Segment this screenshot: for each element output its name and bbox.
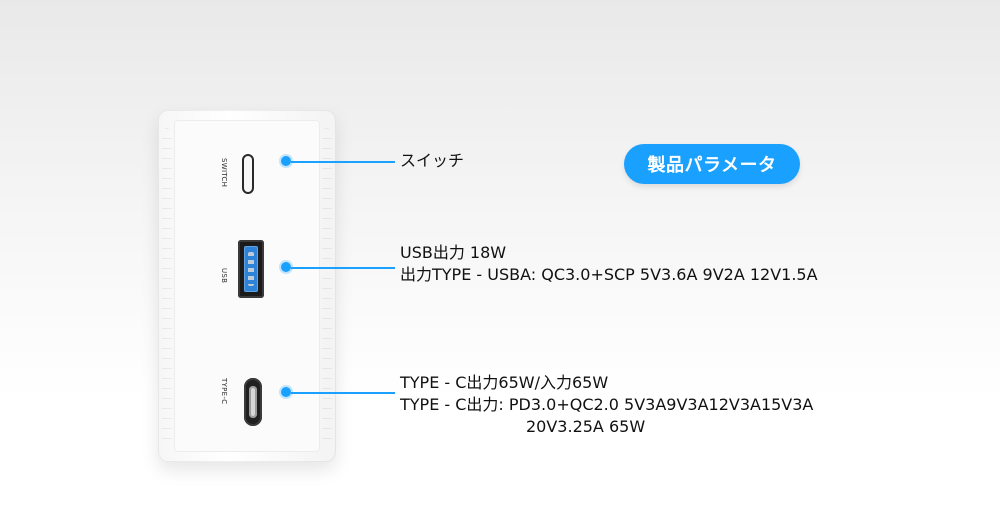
type-c-leader-line <box>291 392 395 394</box>
switch-label: SWITCH <box>220 158 228 188</box>
usb-callout-line-2: 出力TYPE - USBA: QC3.0+SCP 5V3.6A 9V2A 12V… <box>400 265 818 284</box>
usb-a-port[interactable] <box>238 240 264 298</box>
switch-dot <box>281 156 291 166</box>
usb-c-port[interactable] <box>244 378 262 426</box>
type-c-callout-line-3: 20V3.25A 65W <box>526 417 646 436</box>
switch-callout-text: スイッチ <box>400 151 465 170</box>
product-parameters-badge: 製品パラメータ <box>624 144 800 184</box>
usb-leader-line <box>291 267 395 269</box>
type-c-callout-line-1: TYPE - C出力65W/入力65W <box>400 373 609 392</box>
product-parameters-badge-text: 製品パラメータ <box>647 155 777 176</box>
device: SWITCH USB TYPE-C <box>158 110 336 462</box>
device-front-panel: SWITCH USB TYPE-C <box>174 120 320 452</box>
usb-dot <box>281 262 291 272</box>
usb-label: USB <box>220 268 228 284</box>
switch-leader-line <box>291 161 395 163</box>
type-c-dot <box>281 387 291 397</box>
usb-c-port-inner <box>249 386 257 418</box>
type-c-callout-line-2: TYPE - C出力: PD3.0+QC2.0 5V3A9V3A12V3A15V… <box>400 395 814 414</box>
type-c-label: TYPE-C <box>220 378 228 405</box>
usb-a-port-pins <box>248 252 254 286</box>
usb-callout-line-1: USB出力 18W <box>400 243 507 262</box>
switch-slot[interactable] <box>242 154 254 194</box>
